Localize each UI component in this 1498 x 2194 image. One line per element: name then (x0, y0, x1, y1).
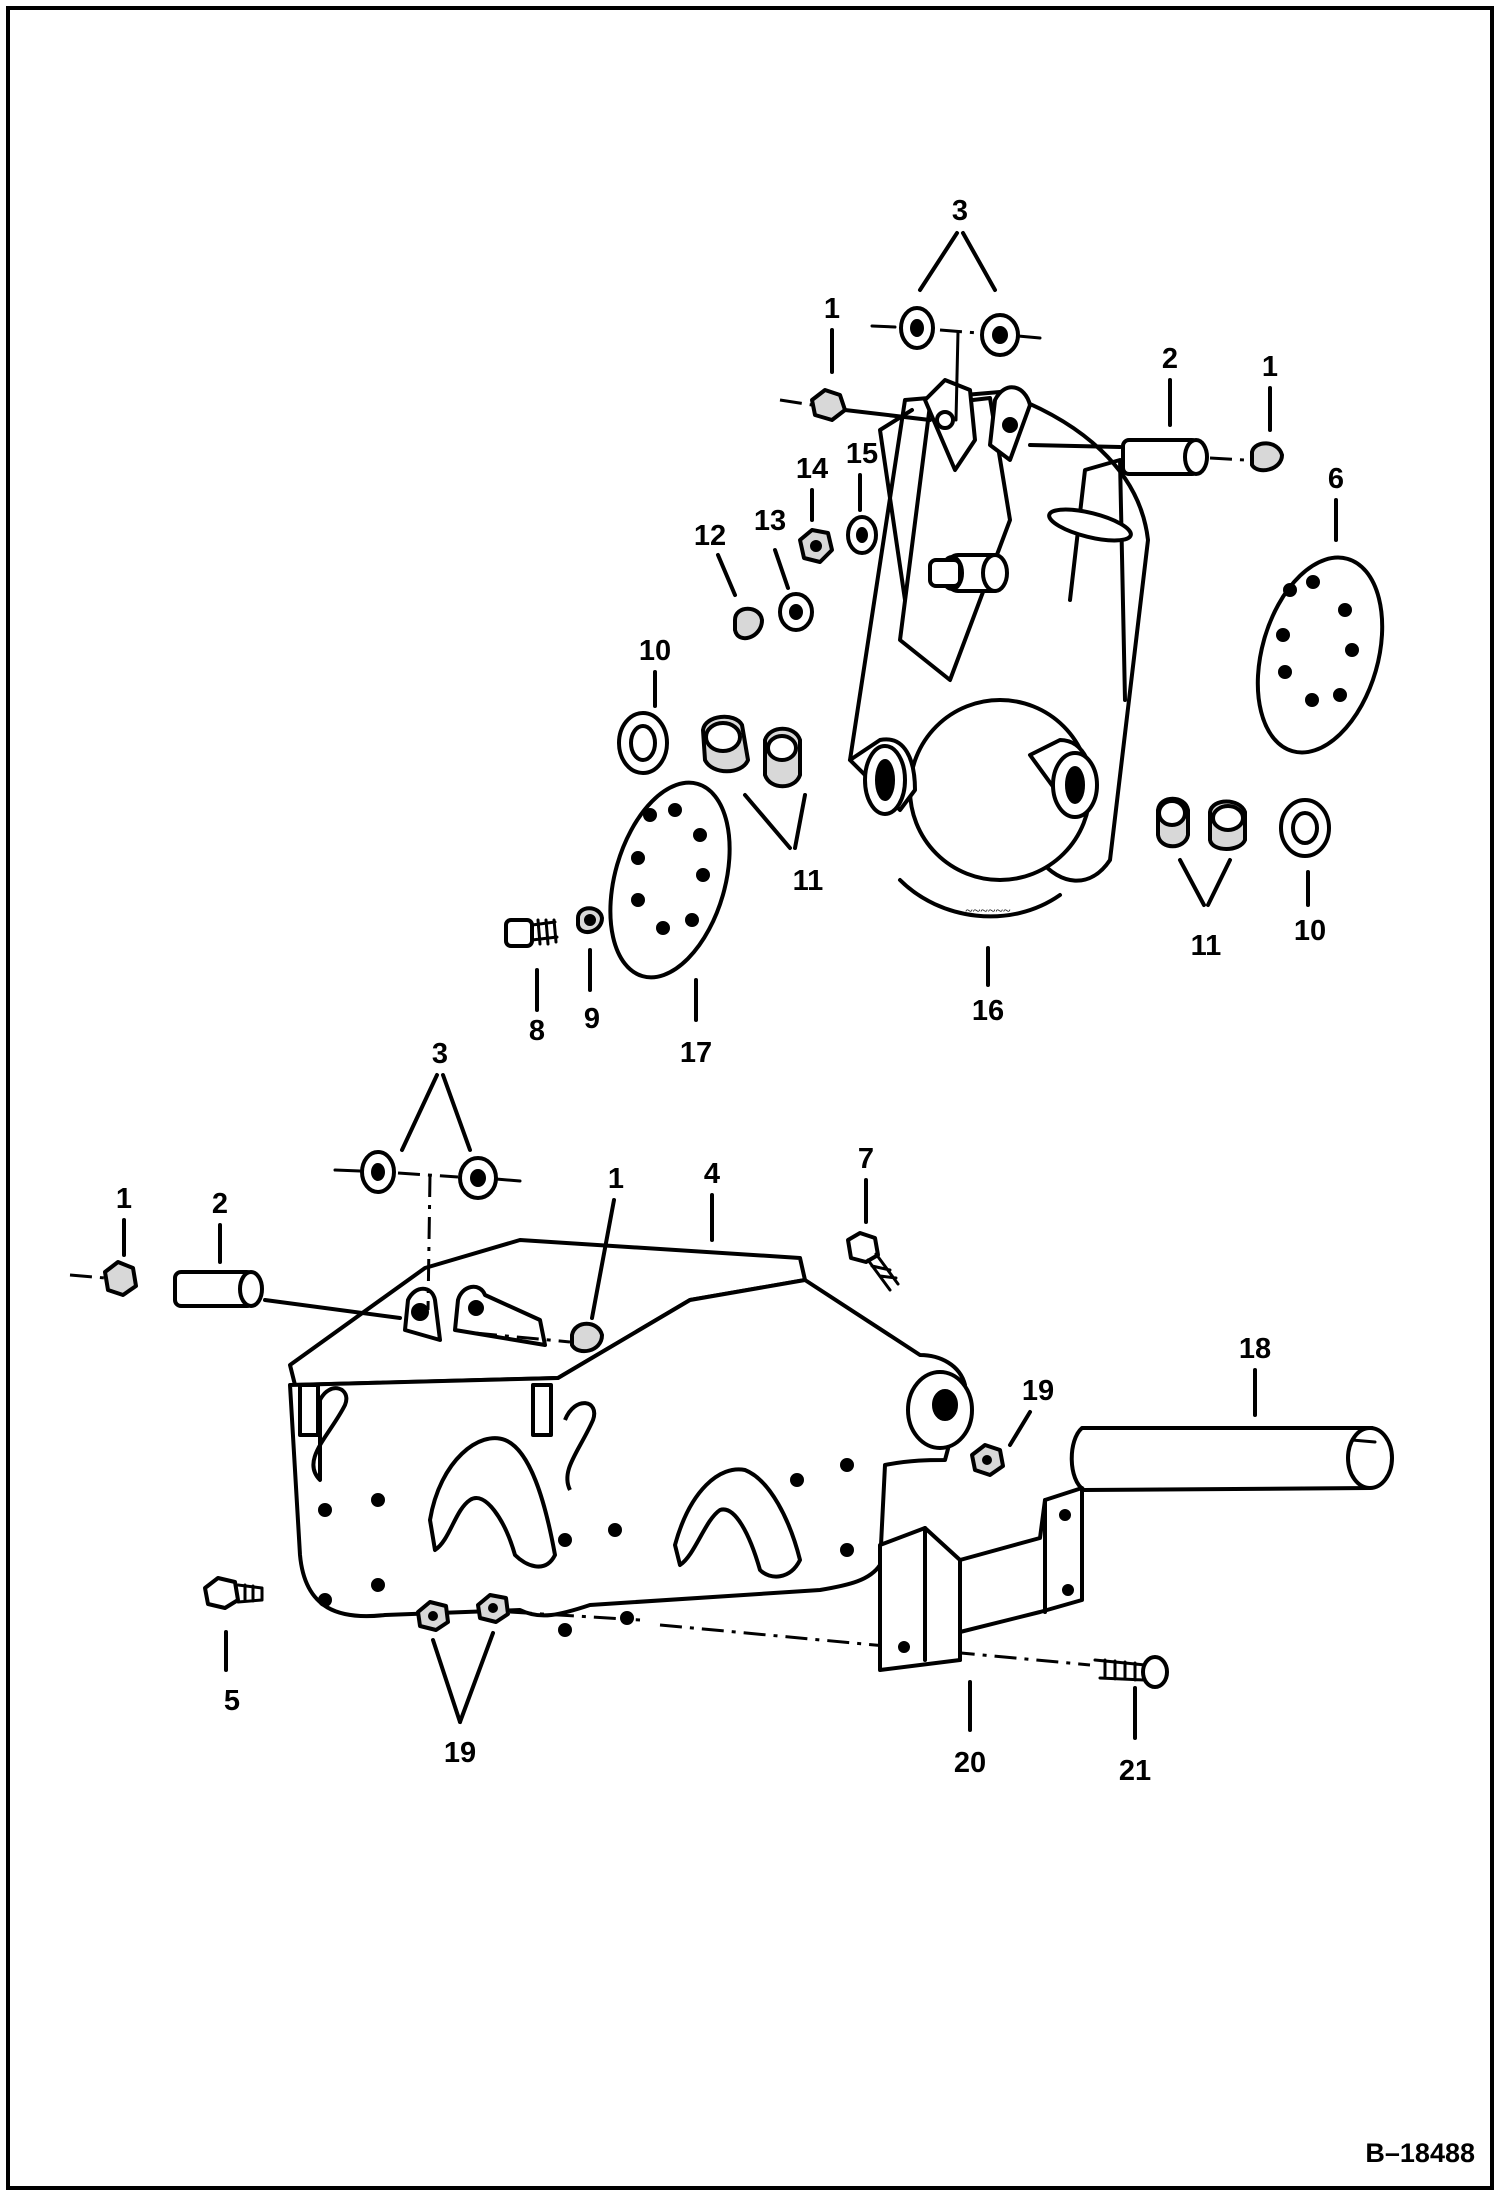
callout-4: 4 (704, 1158, 720, 1190)
part-6-flange-plate (1255, 555, 1385, 755)
callout-10-left: 10 (639, 635, 671, 667)
parts-8-9-bolt-washer (504, 906, 604, 948)
diagram-border (6, 6, 1494, 2190)
parts-10-11-right-bushings (1156, 796, 1331, 858)
callout-5: 5 (224, 1685, 240, 1717)
figure-reference-number: B–18488 (1365, 2138, 1475, 2168)
part-21-screw (1093, 1655, 1169, 1689)
callout-8: 8 (529, 1015, 545, 1047)
callout-19-bottom: 19 (444, 1737, 476, 1769)
parts-1-2-lower-left (69, 1260, 604, 1354)
callout-12: 12 (694, 520, 726, 552)
callout-17: 17 (680, 1037, 712, 1069)
lower-leader-lines (122, 1073, 1257, 1740)
part-4-mount-frame (288, 1238, 974, 1637)
svg-text:~~~~~~: ~~~~~~ (965, 904, 1011, 919)
callout-10-right: 10 (1294, 915, 1326, 947)
callout-labels: 3 1 2 1 6 14 15 12 13 10 11 11 10 16 8 9… (116, 195, 1344, 1787)
callout-11-left: 11 (793, 865, 824, 897)
part-17-flange-plate (608, 780, 732, 980)
part-19-nut-right (970, 1443, 1005, 1477)
parts-10-11-left-bushings (617, 711, 802, 789)
callout-1-bottom-left: 1 (116, 1183, 132, 1215)
callout-14: 14 (796, 453, 828, 485)
callout-2-bottom: 2 (212, 1188, 228, 1220)
upper-link-plate (923, 378, 1032, 472)
callout-15: 15 (846, 438, 878, 470)
parts-12-15-small-hardware (733, 515, 878, 641)
callout-6: 6 (1328, 463, 1344, 495)
callout-1-top-right: 1 (1262, 351, 1278, 383)
callout-16: 16 (972, 995, 1004, 1027)
upper-assembly: ~~~~~~ (504, 231, 1385, 1022)
callout-2-top: 2 (1162, 343, 1178, 375)
part-2-pin-top (1028, 438, 1284, 476)
callout-9: 9 (584, 1003, 600, 1035)
callout-20: 20 (954, 1747, 986, 1779)
callout-18: 18 (1239, 1333, 1271, 1365)
part-16-bracket: ~~~~~~ (848, 390, 1150, 919)
part-1-nut-top-left (779, 388, 932, 422)
callout-11-right: 11 (1191, 930, 1222, 962)
callout-7: 7 (858, 1143, 874, 1175)
lower-assembly (69, 1073, 1394, 1740)
pivot-pin-assembly (928, 553, 1009, 593)
callout-3-bottom: 3 (432, 1038, 448, 1070)
callout-19-right: 19 (1022, 1375, 1054, 1407)
part-5-bolt (203, 1576, 264, 1610)
part-19-nuts-bottom (416, 1593, 1091, 1667)
part-18-shaft (1069, 1426, 1394, 1492)
part-3-washers-bottom (333, 1150, 522, 1311)
callout-21: 21 (1119, 1755, 1151, 1787)
callout-3-top: 3 (952, 195, 968, 227)
part-3-washers-top (870, 306, 1042, 422)
part-20-angle-bracket (878, 1486, 1084, 1672)
callout-1-bottom-mid: 1 (608, 1163, 624, 1195)
callout-1-top-left: 1 (824, 293, 840, 325)
part-7-bolt (846, 1231, 900, 1292)
upper-leader-lines (535, 231, 1338, 1022)
callout-13: 13 (754, 505, 786, 537)
